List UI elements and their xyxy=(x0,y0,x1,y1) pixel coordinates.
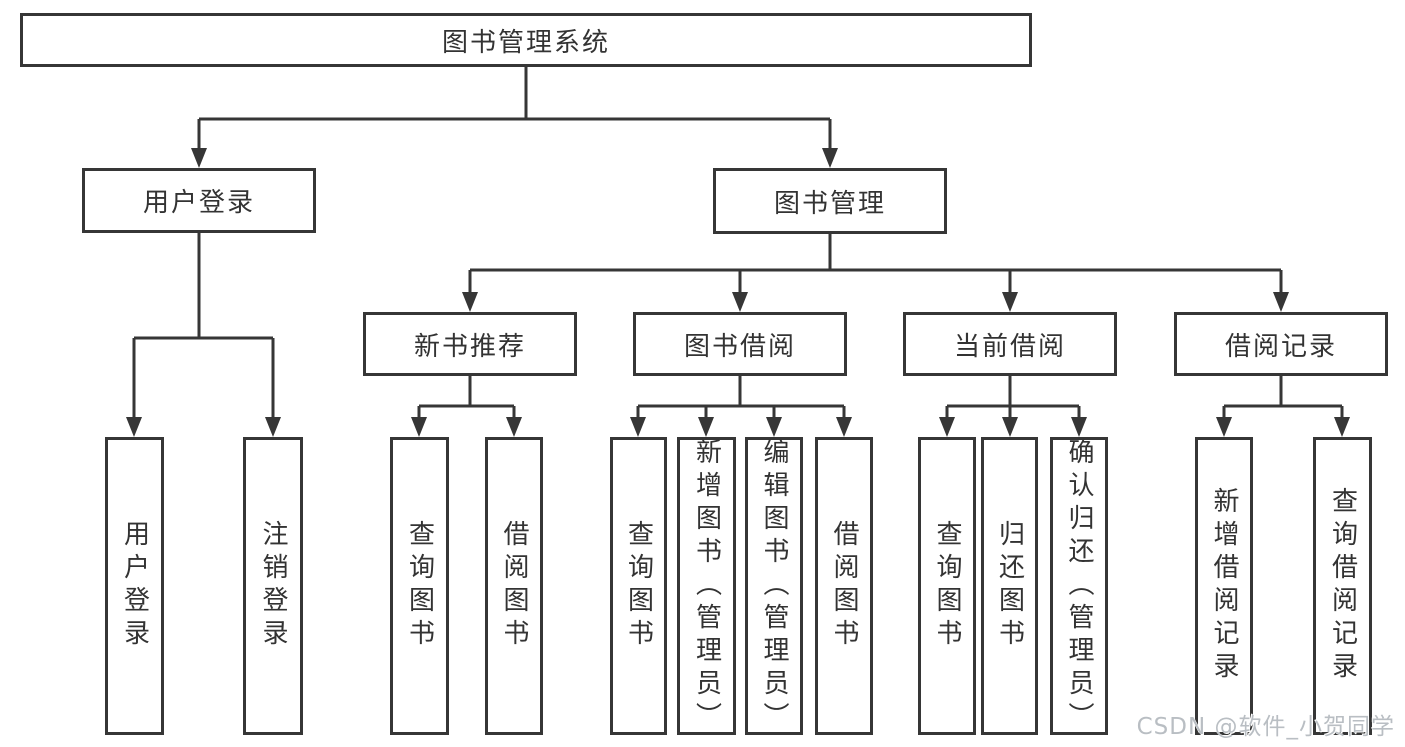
node-current-borrowing: 当前借阅 xyxy=(903,312,1117,376)
node-label: 查询图书 xyxy=(623,520,654,652)
node-book-management: 图书管理 xyxy=(713,168,947,234)
node-label: 查询借阅记录 xyxy=(1327,487,1358,685)
node-label: 编辑图书（管理员） xyxy=(759,437,789,735)
node-label: 新书推荐 xyxy=(413,331,526,362)
node-label: 注销登录 xyxy=(258,520,288,652)
node-label: 借阅记录 xyxy=(1224,331,1337,362)
node-new-book-recommend: 新书推荐 xyxy=(363,312,577,376)
node-label: 用户登录 xyxy=(142,188,255,218)
node-library-management-system: 图书管理系统 xyxy=(20,13,1032,67)
node-user-login: 用户登录 xyxy=(82,168,316,233)
leaf-user-login: 用户登录 xyxy=(105,437,164,735)
node-label: 确认归还（管理员） xyxy=(1064,437,1094,735)
leaf-add-books-admin: 新增图书（管理员） xyxy=(677,437,736,735)
node-borrowing-records: 借阅记录 xyxy=(1174,312,1388,376)
leaf-edit-books-admin: 编辑图书（管理员） xyxy=(745,437,803,735)
leaf-query-books-recommend: 查询图书 xyxy=(390,437,449,735)
leaf-confirm-return-admin: 确认归还（管理员） xyxy=(1050,437,1108,735)
node-label: 图书借阅 xyxy=(683,331,796,362)
leaf-borrow-books-recommend: 借阅图书 xyxy=(485,437,543,735)
node-label: 新增借阅记录 xyxy=(1209,487,1239,685)
leaf-borrow-books: 借阅图书 xyxy=(815,437,873,735)
node-label: 归还图书 xyxy=(994,520,1025,652)
node-label: 借阅图书 xyxy=(499,520,529,652)
leaf-return-books: 归还图书 xyxy=(981,437,1038,735)
leaf-query-borrow-record: 查询借阅记录 xyxy=(1313,437,1372,735)
node-label: 当前借阅 xyxy=(953,331,1066,362)
leaf-add-borrow-record: 新增借阅记录 xyxy=(1195,437,1253,735)
node-label: 查询图书 xyxy=(932,520,962,652)
arrowhead-icons xyxy=(126,148,1350,437)
leaf-logout: 注销登录 xyxy=(243,437,303,735)
leaf-query-books-borrowing: 查询图书 xyxy=(610,437,667,735)
node-label: 新增图书（管理员） xyxy=(691,437,722,735)
node-label: 查询图书 xyxy=(404,520,435,652)
leaf-query-books-current: 查询图书 xyxy=(918,437,976,735)
node-label: 图书管理系统 xyxy=(441,27,610,58)
node-label: 借阅图书 xyxy=(829,520,859,652)
node-book-borrowing: 图书借阅 xyxy=(633,312,847,376)
node-label: 图书管理 xyxy=(773,188,886,219)
node-label: 用户登录 xyxy=(119,520,150,652)
